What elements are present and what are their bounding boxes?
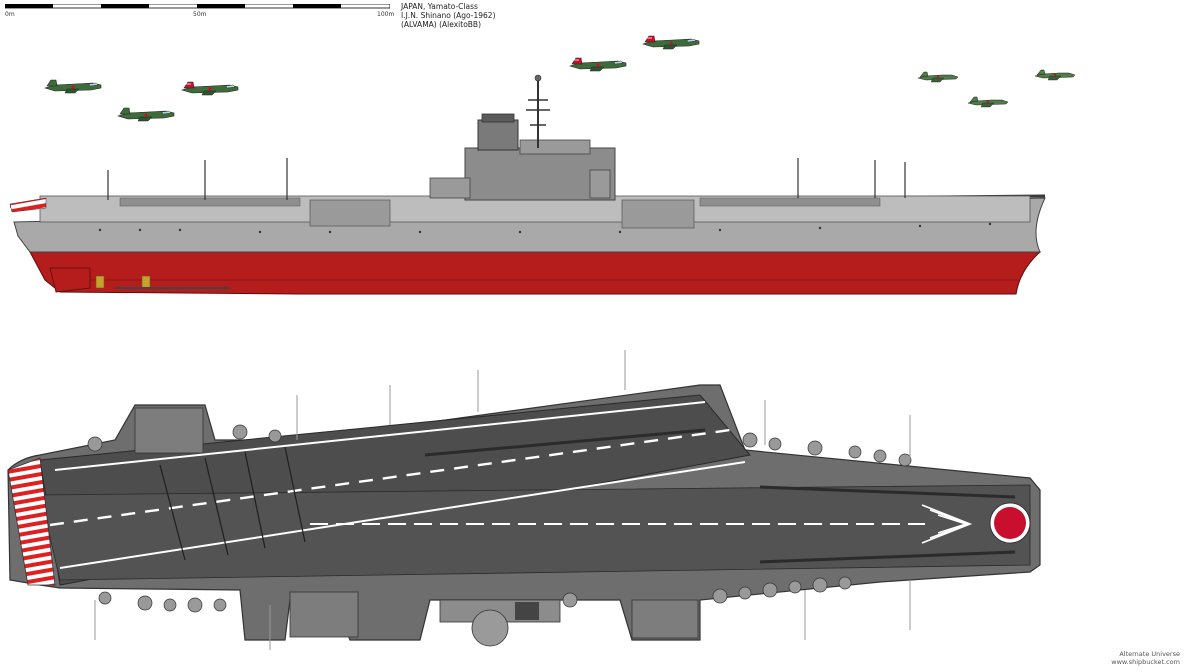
aircraft-icon xyxy=(1034,69,1076,81)
watermark-line-2: www.shipbucket.com xyxy=(1111,658,1180,666)
aircraft-icon xyxy=(117,107,175,122)
scale-label-end: 100m xyxy=(377,11,395,18)
title-line-2: I.J.N. Shinano (Ago-1962) xyxy=(401,11,496,20)
aircraft-icon xyxy=(642,35,700,50)
aircraft-icon xyxy=(967,96,1009,108)
aircraft-icon xyxy=(181,81,239,96)
scale-label-start: 0m xyxy=(5,11,15,18)
aircraft-icon xyxy=(917,71,959,83)
ship-top-view xyxy=(7,350,1041,650)
scale-label-mid: 50m xyxy=(193,11,207,18)
watermark: Alternate Universe www.shipbucket.com xyxy=(1111,650,1180,666)
title-line-3: (ALVAMA) (AlexitoBB) xyxy=(401,20,481,29)
scale-bar-graphic xyxy=(5,4,390,9)
title-block: JAPAN, Yamato-Class I.J.N. Shinano (Ago-… xyxy=(401,2,496,29)
aircraft-icon xyxy=(569,57,627,72)
watermark-line-1: Alternate Universe xyxy=(1119,650,1180,658)
title-line-1: JAPAN, Yamato-Class xyxy=(401,2,478,11)
ship-side-profile xyxy=(9,74,1046,295)
aircraft-formation xyxy=(44,35,1076,122)
scale-bar: 0m 50m 100m xyxy=(5,4,394,18)
aircraft-icon xyxy=(44,79,102,94)
